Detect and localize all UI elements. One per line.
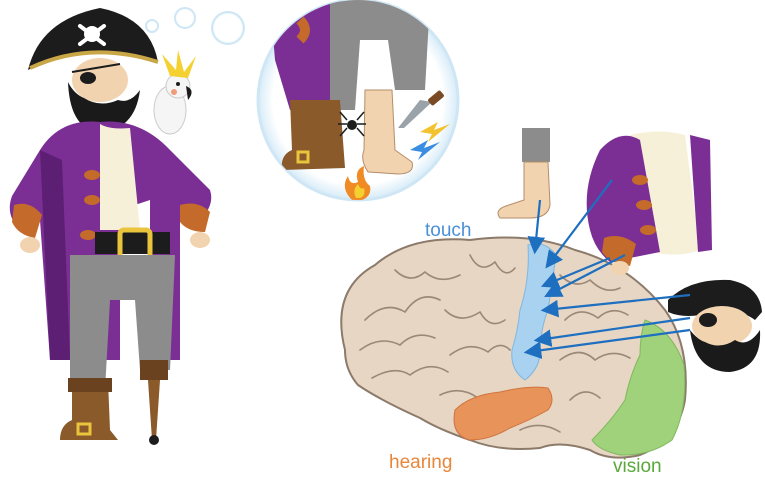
parrot <box>153 50 196 135</box>
knife-icon <box>398 90 444 128</box>
arrow-head-3 <box>523 328 691 359</box>
touch-arrows <box>523 179 691 359</box>
head-part <box>668 279 762 372</box>
vision-region <box>591 319 686 456</box>
arrow-head-2 <box>533 316 691 347</box>
peg-leg <box>148 380 160 440</box>
touch-label: touch <box>425 220 472 241</box>
arrow-head-1 <box>540 293 691 318</box>
hearing-region <box>453 386 553 441</box>
pirate-figure <box>9 8 212 445</box>
spider-icon <box>338 111 366 137</box>
arrow-arm-1 <box>545 179 613 269</box>
beard <box>68 82 140 132</box>
eyepatch-icon <box>80 72 96 84</box>
brain <box>340 236 687 459</box>
arrow-arm-3 <box>540 256 611 289</box>
arrow-arm-2 <box>544 254 626 298</box>
eyepatch-icon <box>699 313 717 327</box>
lightning-icon <box>410 122 450 160</box>
vision-label: vision <box>613 456 662 477</box>
arm-part <box>586 131 712 275</box>
thought-bubbles <box>145 7 245 45</box>
leg-part <box>497 128 551 219</box>
arrow-leg <box>527 199 546 255</box>
hearing-label: hearing <box>389 452 453 473</box>
thought-circle <box>256 0 460 202</box>
pirate-hat <box>28 8 159 70</box>
fire-icon <box>344 166 371 200</box>
